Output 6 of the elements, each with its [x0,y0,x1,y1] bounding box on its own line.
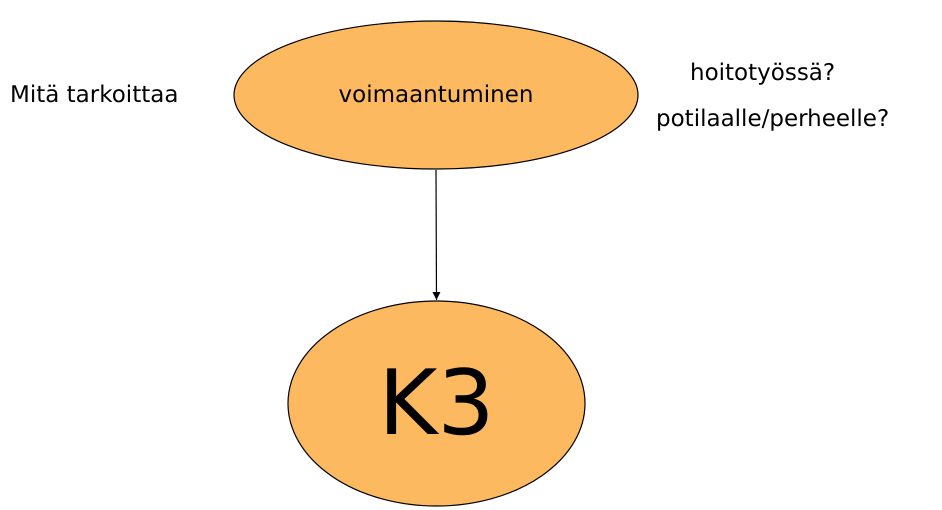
question-text: Mitä tarkoittaa [10,82,178,108]
question-text: potilaalle/perheelle? [656,106,890,132]
arrow [432,170,440,300]
node-label: voimaantuminen [338,82,534,108]
node-label: K3 [378,351,495,456]
question-text: hoitotyössä? [690,60,836,86]
